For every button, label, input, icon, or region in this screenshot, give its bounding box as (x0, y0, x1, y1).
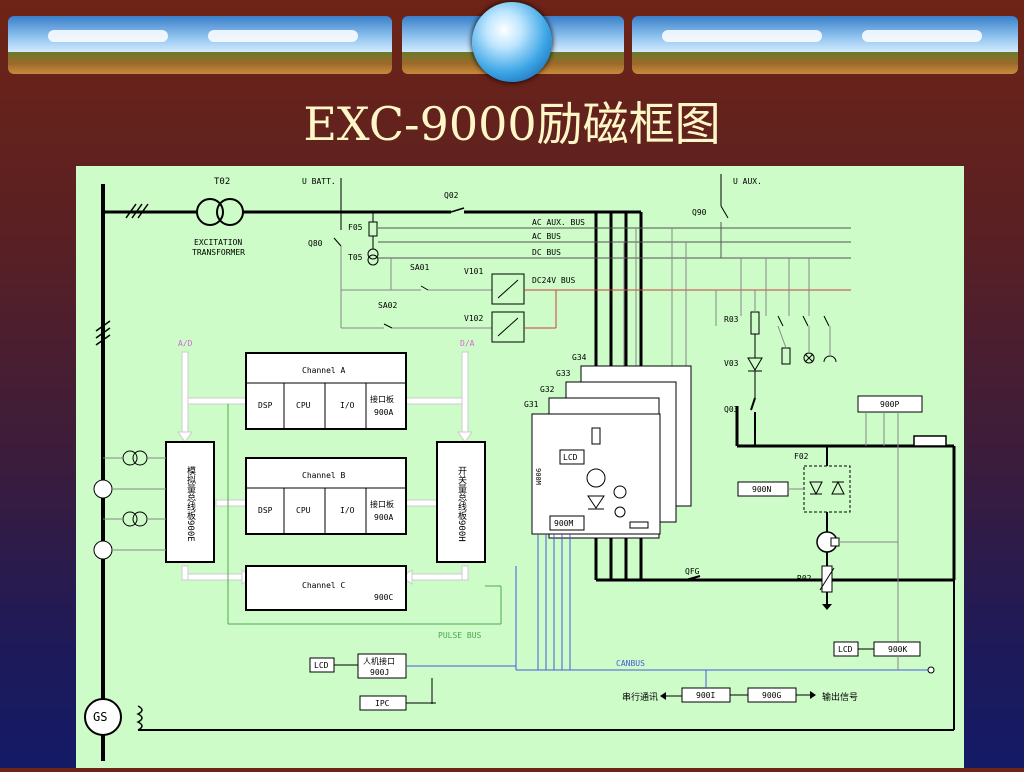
label-q03: Q03 (724, 405, 739, 414)
label-q02: Q02 (444, 191, 459, 200)
label-sa02: SA02 (378, 301, 397, 310)
channel-b-cpu: CPU (296, 506, 311, 515)
generator-gs-icon (84, 698, 122, 736)
label-900k: 900K (888, 645, 907, 654)
label-pulse-bus: PULSE BUS (438, 631, 482, 640)
label-hmi: 人机接口 (363, 656, 395, 666)
label-ad: A/D (178, 339, 193, 348)
channel-a-dsp: DSP (258, 401, 273, 410)
label-900m: 900M (554, 519, 573, 528)
channel-a-iface-id: 900A (374, 408, 393, 417)
label-qfg: QFG (685, 567, 700, 576)
analog-board-label: 模拟量总线板900E (185, 466, 196, 542)
label-v101: V101 (464, 267, 483, 276)
label-lcd-900j: LCD (314, 661, 329, 670)
v101-converter-icon (491, 273, 525, 305)
label-exc-transformer-1: EXCITATION (194, 238, 242, 247)
label-ubatt: U BATT. (302, 177, 336, 186)
label-900i: 900I (696, 691, 715, 700)
channel-b-dsp: DSP (258, 506, 273, 515)
label-q90: Q90 (692, 208, 707, 217)
field-winding-icon (136, 705, 143, 731)
label-900g: 900G (762, 691, 781, 700)
label-r03: R03 (724, 315, 739, 324)
channel-b-iface: 接口板 (370, 499, 394, 509)
canbus-lines (515, 534, 931, 671)
label-exc-transformer-2: TRANSFORMER (192, 248, 245, 257)
analog-bus-board (165, 441, 215, 563)
label-da: D/A (460, 339, 475, 348)
label-canbus: CANBUS (616, 659, 645, 668)
channel-b-io: I/O (340, 506, 355, 515)
excitation-diagram: T02 EXCITATION TRANSFORMER U BATT. Q80 Q… (76, 166, 964, 768)
switch-board-label: 开关量总线板900H (456, 466, 467, 542)
label-serial: 串行通讯 (622, 691, 658, 703)
label-t05: T05 (348, 253, 363, 262)
label-t02: T02 (214, 177, 230, 187)
header-banner-right (632, 16, 1018, 74)
excitation-transformer-icon (196, 198, 224, 226)
globe-logo (472, 2, 552, 82)
label-v03: V03 (724, 359, 739, 368)
channel-c-name: Channel C (302, 581, 346, 590)
page-title: EXC-9000励磁框图 (303, 97, 721, 151)
label-gs: GS (93, 710, 107, 724)
channel-a-iface: 接口板 (370, 394, 394, 404)
label-900n: 900N (752, 485, 771, 494)
label-f02: F02 (794, 452, 809, 461)
channel-b-box: Channel B DSP CPU I/O 接口板 900A (245, 457, 407, 535)
channel-a-cpu: CPU (296, 401, 311, 410)
label-ac-aux-bus: AC AUX. BUS (532, 218, 585, 227)
channel-c-box: Channel C 900C (245, 565, 407, 611)
label-g31: G31 (524, 400, 539, 409)
label-v102: V102 (464, 314, 483, 323)
label-g34: G34 (572, 353, 587, 362)
label-q80: Q80 (308, 239, 323, 248)
label-output: 输出信号 (822, 691, 858, 703)
thyristor-bridges (531, 365, 692, 539)
label-g33: G33 (556, 369, 571, 378)
pulse-bus-lines (227, 404, 502, 625)
label-lcd-900k: LCD (838, 645, 853, 654)
channel-b-iface-id: 900A (374, 513, 393, 522)
label-bridge-lcd: LCD (563, 453, 578, 462)
channel-a-io: I/O (340, 401, 355, 410)
label-sa01: SA01 (410, 263, 429, 272)
diagram-svg: T02 EXCITATION TRANSFORMER U BATT. Q80 Q… (84, 174, 956, 761)
v102-converter-icon (491, 311, 525, 343)
label-dc-bus: DC BUS (532, 248, 561, 257)
label-900j: 900J (370, 668, 389, 677)
channel-a-box: Channel A DSP CPU I/O 接口板 900A (245, 352, 407, 430)
label-ipc: IPC (375, 699, 390, 708)
label-900p: 900P (880, 400, 899, 409)
label-f05: F05 (348, 223, 363, 232)
label-ac-bus: AC BUS (532, 232, 561, 241)
channel-a-name: Channel A (302, 366, 346, 375)
label-uaux: U AUX. (733, 177, 762, 186)
channel-b-name: Channel B (302, 471, 346, 480)
label-dc24v-bus: DC24V BUS (532, 276, 576, 285)
label-g32: G32 (540, 385, 555, 394)
crowbar-bridge (803, 465, 851, 513)
label-900m-vertical: 900M (534, 468, 542, 485)
header-banner-left (8, 16, 392, 74)
bus-ticks-mid (95, 320, 111, 346)
label-r02: R02 (797, 574, 812, 583)
switch-bus-board (436, 441, 486, 563)
channel-c-id: 900C (374, 593, 393, 602)
